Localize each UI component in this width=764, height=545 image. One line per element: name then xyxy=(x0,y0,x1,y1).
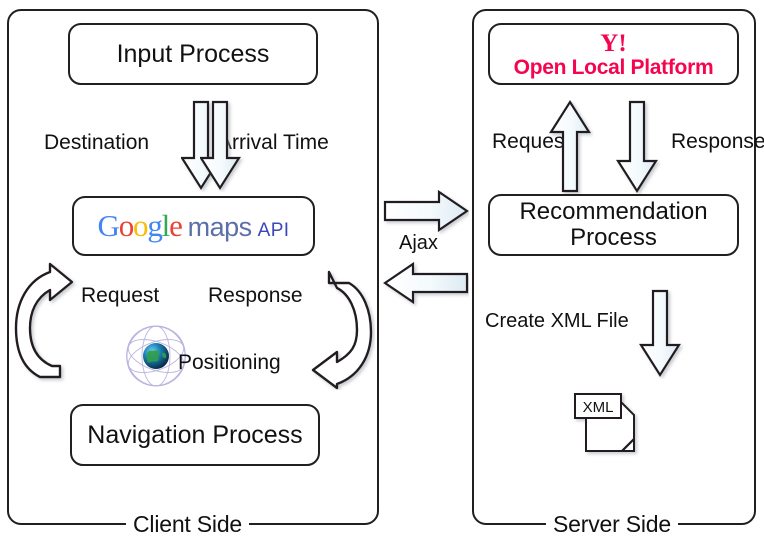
right-block-arrow-icon xyxy=(383,190,469,233)
input-process-box[interactable]: Input Process xyxy=(68,23,318,85)
create-xml-file-label: Create XML File xyxy=(485,310,629,332)
arrival-time-label: Arrival Time xyxy=(218,131,329,154)
yahoo-open-local-platform-box[interactable]: Y! Open Local Platform xyxy=(488,23,739,85)
client-request-label: Request xyxy=(81,284,160,307)
positioning-label: Positioning xyxy=(178,351,281,374)
down-block-arrow-icon xyxy=(616,100,658,194)
navigation-process-box[interactable]: Navigation Process xyxy=(70,404,320,466)
recommendation-process-box[interactable]: Recommendation Process xyxy=(488,194,739,256)
client-side-panel: Client Side xyxy=(7,9,379,538)
google-maps-wordmark: Google maps API xyxy=(98,210,290,243)
left-block-arrow-icon xyxy=(383,262,469,305)
destination-label: Destination xyxy=(44,131,150,154)
up-block-arrow-icon xyxy=(549,99,591,193)
google-api-word: API xyxy=(257,219,290,241)
navigation-process-label: Navigation Process xyxy=(87,420,303,449)
xml-document-icon: XML xyxy=(574,393,635,452)
server-side-panel: Server Side xyxy=(472,9,756,538)
curved-arrow-up-icon xyxy=(14,262,74,379)
server-request-label: Request xyxy=(492,130,571,153)
yahoo-mark: Y! xyxy=(600,29,627,57)
yahoo-tagline: Open Local Platform xyxy=(513,55,714,79)
ajax-label: Ajax xyxy=(399,232,438,254)
google-maps-api-box[interactable]: Google maps API xyxy=(72,196,315,256)
down-block-arrow-icon xyxy=(639,289,681,378)
client-side-label: Client Side xyxy=(126,510,250,538)
yahoo-logo: Y! Open Local Platform xyxy=(514,31,714,78)
recommendation-process-label: Recommendation Process xyxy=(519,198,708,251)
curved-arrow-down-icon xyxy=(311,270,373,390)
xml-tag-label: XML xyxy=(583,399,614,416)
server-response-label: Response xyxy=(671,130,764,153)
down-block-arrow-icon xyxy=(200,100,241,191)
google-logo: Google xyxy=(97,207,183,243)
server-side-label: Server Side xyxy=(546,510,678,538)
globe-positioning-icon xyxy=(126,325,186,387)
client-response-label: Response xyxy=(208,284,303,307)
input-process-label: Input Process xyxy=(116,39,270,68)
google-maps-word: maps xyxy=(187,211,253,242)
